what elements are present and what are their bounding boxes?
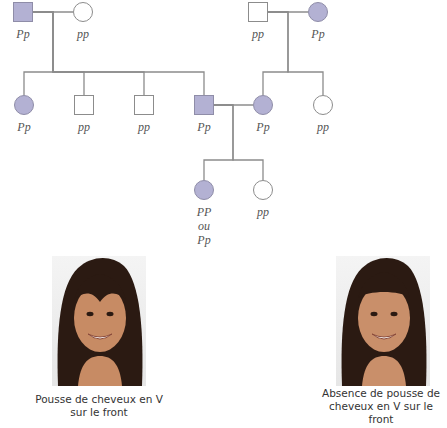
female-symbol bbox=[313, 95, 333, 115]
genotype-label: pp bbox=[293, 120, 353, 134]
pedigree-individual: pp bbox=[53, 2, 113, 41]
descent-line bbox=[33, 12, 204, 95]
portrait-straight-hairline bbox=[336, 256, 430, 386]
female-symbol bbox=[194, 180, 214, 200]
descent-line bbox=[33, 12, 144, 95]
genotype-label: Pp bbox=[0, 27, 53, 41]
photo-caption: Absence de pousse de cheveux en V sur le… bbox=[321, 387, 441, 426]
descent-line bbox=[33, 12, 84, 95]
pedigree-individual: Pp bbox=[174, 95, 234, 134]
male-symbol bbox=[248, 2, 268, 22]
pedigree-individual: Pp bbox=[233, 95, 293, 134]
pedigree-individual: pp bbox=[293, 95, 353, 134]
genotype-label: PP ou Pp bbox=[197, 205, 211, 247]
pedigree-individual: pp bbox=[228, 2, 288, 41]
pedigree-individual: pp bbox=[233, 180, 293, 219]
genotype-label: pp bbox=[53, 27, 113, 41]
genotype-label: Pp bbox=[174, 120, 234, 134]
female-symbol bbox=[308, 2, 328, 22]
genotype-label: pp bbox=[114, 120, 174, 134]
descent-line bbox=[268, 12, 323, 95]
male-symbol bbox=[74, 95, 94, 115]
genotype-label: Pp bbox=[233, 120, 293, 134]
genotype-label: Pp bbox=[0, 120, 54, 134]
female-symbol bbox=[14, 95, 34, 115]
genotype-label: pp bbox=[54, 120, 114, 134]
portrait-widows-peak bbox=[52, 256, 146, 386]
genotype-label: pp bbox=[233, 205, 293, 219]
female-symbol bbox=[73, 2, 93, 22]
male-symbol bbox=[13, 2, 33, 22]
pedigree-individual: pp bbox=[54, 95, 114, 134]
genotype-label: Pp bbox=[288, 27, 348, 41]
photo-caption: Pousse de cheveux en V sur le front bbox=[34, 393, 164, 419]
pedigree-individual: Pp bbox=[0, 2, 53, 41]
pedigree-individual: pp bbox=[114, 95, 174, 134]
descent-line bbox=[24, 12, 53, 95]
female-symbol bbox=[253, 180, 273, 200]
male-symbol bbox=[194, 95, 214, 115]
descent-line bbox=[263, 12, 288, 95]
pedigree-individual: PP ou Pp bbox=[174, 180, 234, 247]
female-symbol bbox=[253, 95, 273, 115]
pedigree-individual: Pp bbox=[0, 95, 54, 134]
genotype-label: pp bbox=[228, 27, 288, 41]
descent-line bbox=[214, 105, 263, 180]
pedigree-individual: Pp bbox=[288, 2, 348, 41]
male-symbol bbox=[134, 95, 154, 115]
descent-line bbox=[204, 105, 233, 180]
